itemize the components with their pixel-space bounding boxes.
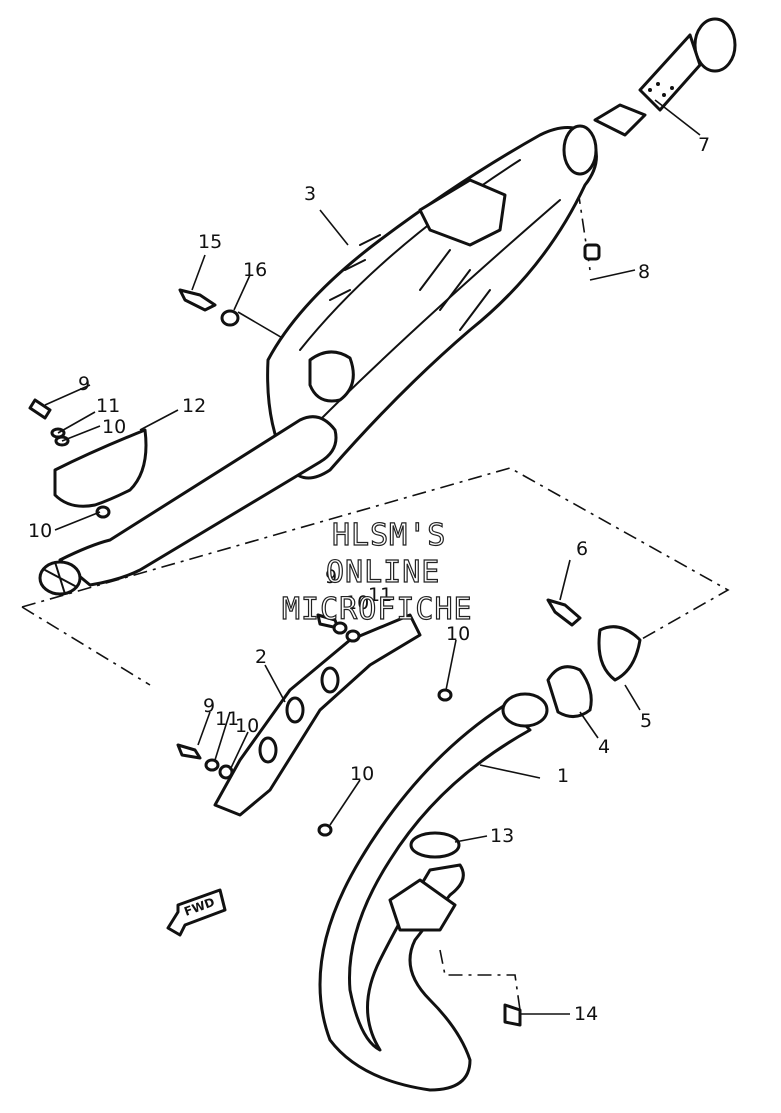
callout-leaders [44, 99, 701, 1015]
exhaust-pipe [318, 692, 549, 1092]
watermark-line-2: ONLINE [326, 555, 440, 590]
callout-8: 8 [638, 261, 650, 283]
callout-2: 2 [255, 646, 267, 668]
callout-10-right: 10 [446, 623, 470, 645]
callout-10-lower: 10 [235, 715, 259, 737]
callout-16: 16 [243, 259, 267, 281]
callout-11-lower: 11 [215, 708, 239, 730]
callout-12: 12 [182, 395, 206, 417]
callout-10-left: 10 [28, 520, 52, 542]
callout-10-upper: 10 [102, 416, 126, 438]
callout-9-lower: 9 [203, 695, 215, 717]
callout-1: 1 [557, 765, 569, 787]
callout-labels: 1 2 3 4 5 6 7 8 9 9 9 10 10 10 10 10 10 … [28, 134, 710, 1025]
callout-11-upper: 11 [96, 395, 120, 417]
watermark: HLSM'S ONLINE MICROFICHE [281, 517, 473, 627]
callout-10-center: 10 [345, 592, 369, 614]
fwd-direction-arrow: FWD [166, 888, 227, 937]
callout-13: 13 [490, 825, 514, 847]
callout-14: 14 [574, 1003, 598, 1025]
callout-3: 3 [304, 183, 316, 205]
callout-11-center: 11 [368, 584, 392, 606]
watermark-line-1: HLSM'S [332, 518, 446, 553]
callout-9-center: 9 [325, 566, 337, 588]
callout-15: 15 [198, 231, 222, 253]
small-parts [28, 243, 642, 1027]
callout-4: 4 [598, 736, 610, 758]
muffler-pipe [38, 415, 338, 596]
spark-arrester [593, 17, 737, 137]
callout-10-bottom: 10 [350, 763, 374, 785]
muffler [266, 124, 598, 480]
callout-7: 7 [698, 134, 710, 156]
protector [213, 613, 422, 817]
callout-9-upper: 9 [78, 373, 90, 395]
callout-5: 5 [640, 710, 652, 732]
watermark-line-3: MICROFICHE [282, 592, 473, 627]
callout-6: 6 [576, 538, 588, 560]
